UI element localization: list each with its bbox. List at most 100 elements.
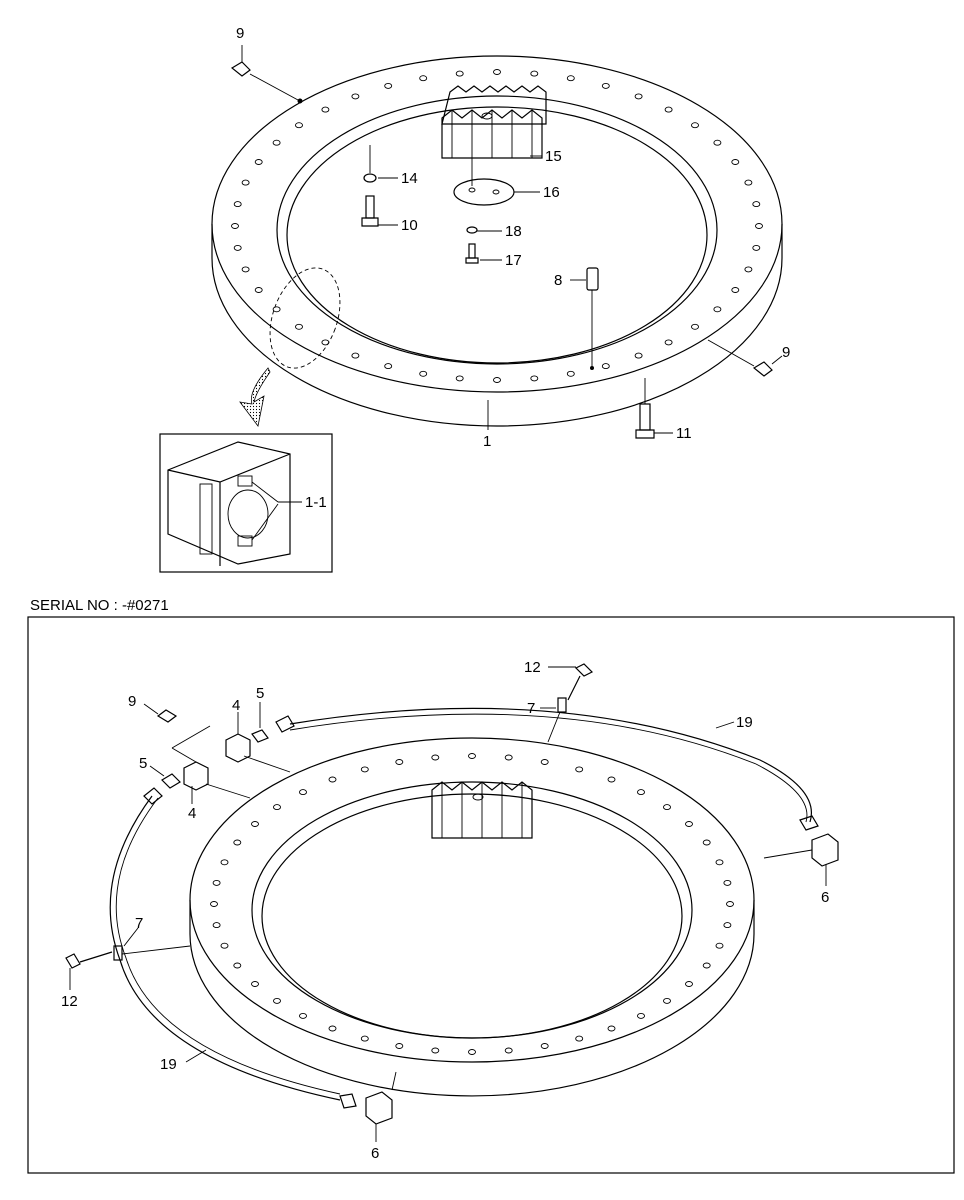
- bolt-hole: [273, 804, 281, 811]
- part-label: 11: [676, 425, 692, 442]
- bolt-hole: [468, 753, 476, 759]
- bolt-hole: [637, 1012, 645, 1019]
- bolt-hole: [233, 839, 242, 846]
- bolt-hole: [231, 223, 239, 229]
- bolt-hole: [299, 1012, 307, 1019]
- part-label: 8: [554, 272, 562, 289]
- bolt-holes: [210, 753, 734, 1055]
- bolt-hole: [419, 75, 428, 82]
- part-label: 16: [543, 184, 560, 201]
- part-label: 9: [236, 25, 244, 42]
- bolt-hole: [328, 776, 337, 783]
- detail-box: [159, 433, 333, 573]
- bolt-hole: [351, 352, 360, 359]
- bolt-hole: [726, 901, 734, 907]
- bolt-hole: [233, 201, 242, 208]
- bolt-hole: [664, 339, 673, 346]
- bolt-hole: [431, 1047, 440, 1054]
- bolt-hole: [251, 821, 259, 827]
- tee-fitting: [156, 709, 269, 791]
- bolt-hole: [351, 93, 360, 100]
- part-label: 5: [256, 685, 264, 702]
- detail-callout: [269, 267, 341, 369]
- part-label: 6: [821, 889, 829, 906]
- grease-hose: [109, 795, 341, 1101]
- bolt-hole: [295, 122, 303, 129]
- part-label: 18: [505, 223, 522, 240]
- bolt-hole: [691, 323, 699, 330]
- bolt-hole: [504, 1047, 513, 1054]
- bolt-hole: [637, 789, 645, 796]
- bolt-holes: [231, 69, 763, 383]
- grease-nipple: [230, 45, 303, 104]
- bolt-hole: [731, 159, 740, 165]
- bolt-hole: [601, 363, 610, 370]
- top-assembly: 9 15 14 16 10 18 17 8 9 11 1 1-1: [159, 25, 790, 573]
- bolt-hole: [220, 942, 229, 949]
- bolt-hole: [601, 82, 610, 89]
- bolt-hole: [755, 223, 763, 229]
- bolt-hole: [241, 179, 250, 186]
- bolt-hole: [575, 766, 584, 773]
- part-label: 17: [505, 252, 522, 269]
- clamp-bolt: [65, 663, 594, 969]
- bolt-hole: [395, 1043, 404, 1049]
- part-label: 10: [401, 217, 418, 234]
- bolt-hole: [752, 244, 761, 251]
- bolt-hole: [272, 306, 281, 313]
- bolt-hole: [744, 266, 753, 273]
- bolt-hole: [321, 106, 330, 113]
- bolt-hole: [384, 82, 393, 89]
- part-label: 5: [139, 755, 147, 772]
- bolt-hole: [295, 323, 303, 330]
- bolt-hole: [607, 1025, 616, 1032]
- bolt-small: [465, 243, 479, 264]
- bolt-hole: [663, 997, 671, 1004]
- elbow-fitting: [365, 833, 839, 1125]
- part-label: 12: [61, 993, 78, 1010]
- pinion-gear: [431, 781, 533, 839]
- bolt-hole: [210, 901, 218, 907]
- bolt-hole: [493, 377, 501, 383]
- part-label: 6: [371, 1145, 379, 1162]
- bolt-hole: [220, 859, 229, 866]
- bolt-hole: [702, 962, 711, 969]
- part-label: 15: [545, 148, 562, 165]
- bolt-hole: [691, 122, 699, 129]
- bolt-hole: [663, 804, 671, 811]
- pin: [586, 267, 599, 370]
- bolt-hole: [634, 93, 643, 100]
- bolt-hole: [715, 859, 724, 866]
- part-label: 1: [483, 433, 491, 450]
- part-label: 14: [401, 170, 418, 187]
- pinion-gear: [441, 85, 547, 159]
- bolt-hole: [254, 159, 263, 165]
- bolt-hole: [299, 789, 307, 796]
- bolt-hole: [530, 70, 539, 77]
- part-label: 4: [188, 805, 196, 822]
- bolt-hole: [273, 997, 281, 1004]
- bolt-hole: [395, 759, 404, 765]
- bolt-hole: [540, 1043, 549, 1049]
- grease-nipple: [707, 339, 773, 377]
- part-label: 4: [232, 697, 240, 714]
- bolt-hole: [702, 839, 711, 846]
- bolt-hole: [713, 139, 722, 146]
- washer: [363, 145, 377, 183]
- bolt-hole: [607, 776, 616, 783]
- bolt-hole: [723, 922, 732, 929]
- serial-number-label: SERIAL NO : -#0271: [30, 597, 169, 614]
- bolt-hole: [713, 306, 722, 313]
- hose-clamp: [113, 697, 567, 961]
- bolt-hole: [731, 287, 740, 293]
- washer-small: [466, 226, 478, 234]
- part-label: 19: [736, 714, 753, 731]
- bolt-long: [635, 378, 655, 439]
- bolt-hole: [634, 352, 643, 359]
- part-label: 7: [527, 700, 535, 717]
- bolt-hole: [685, 821, 693, 827]
- serial-frame: [27, 616, 955, 1174]
- bolt-hole: [566, 370, 575, 377]
- swing-bearing-ring: [211, 55, 783, 427]
